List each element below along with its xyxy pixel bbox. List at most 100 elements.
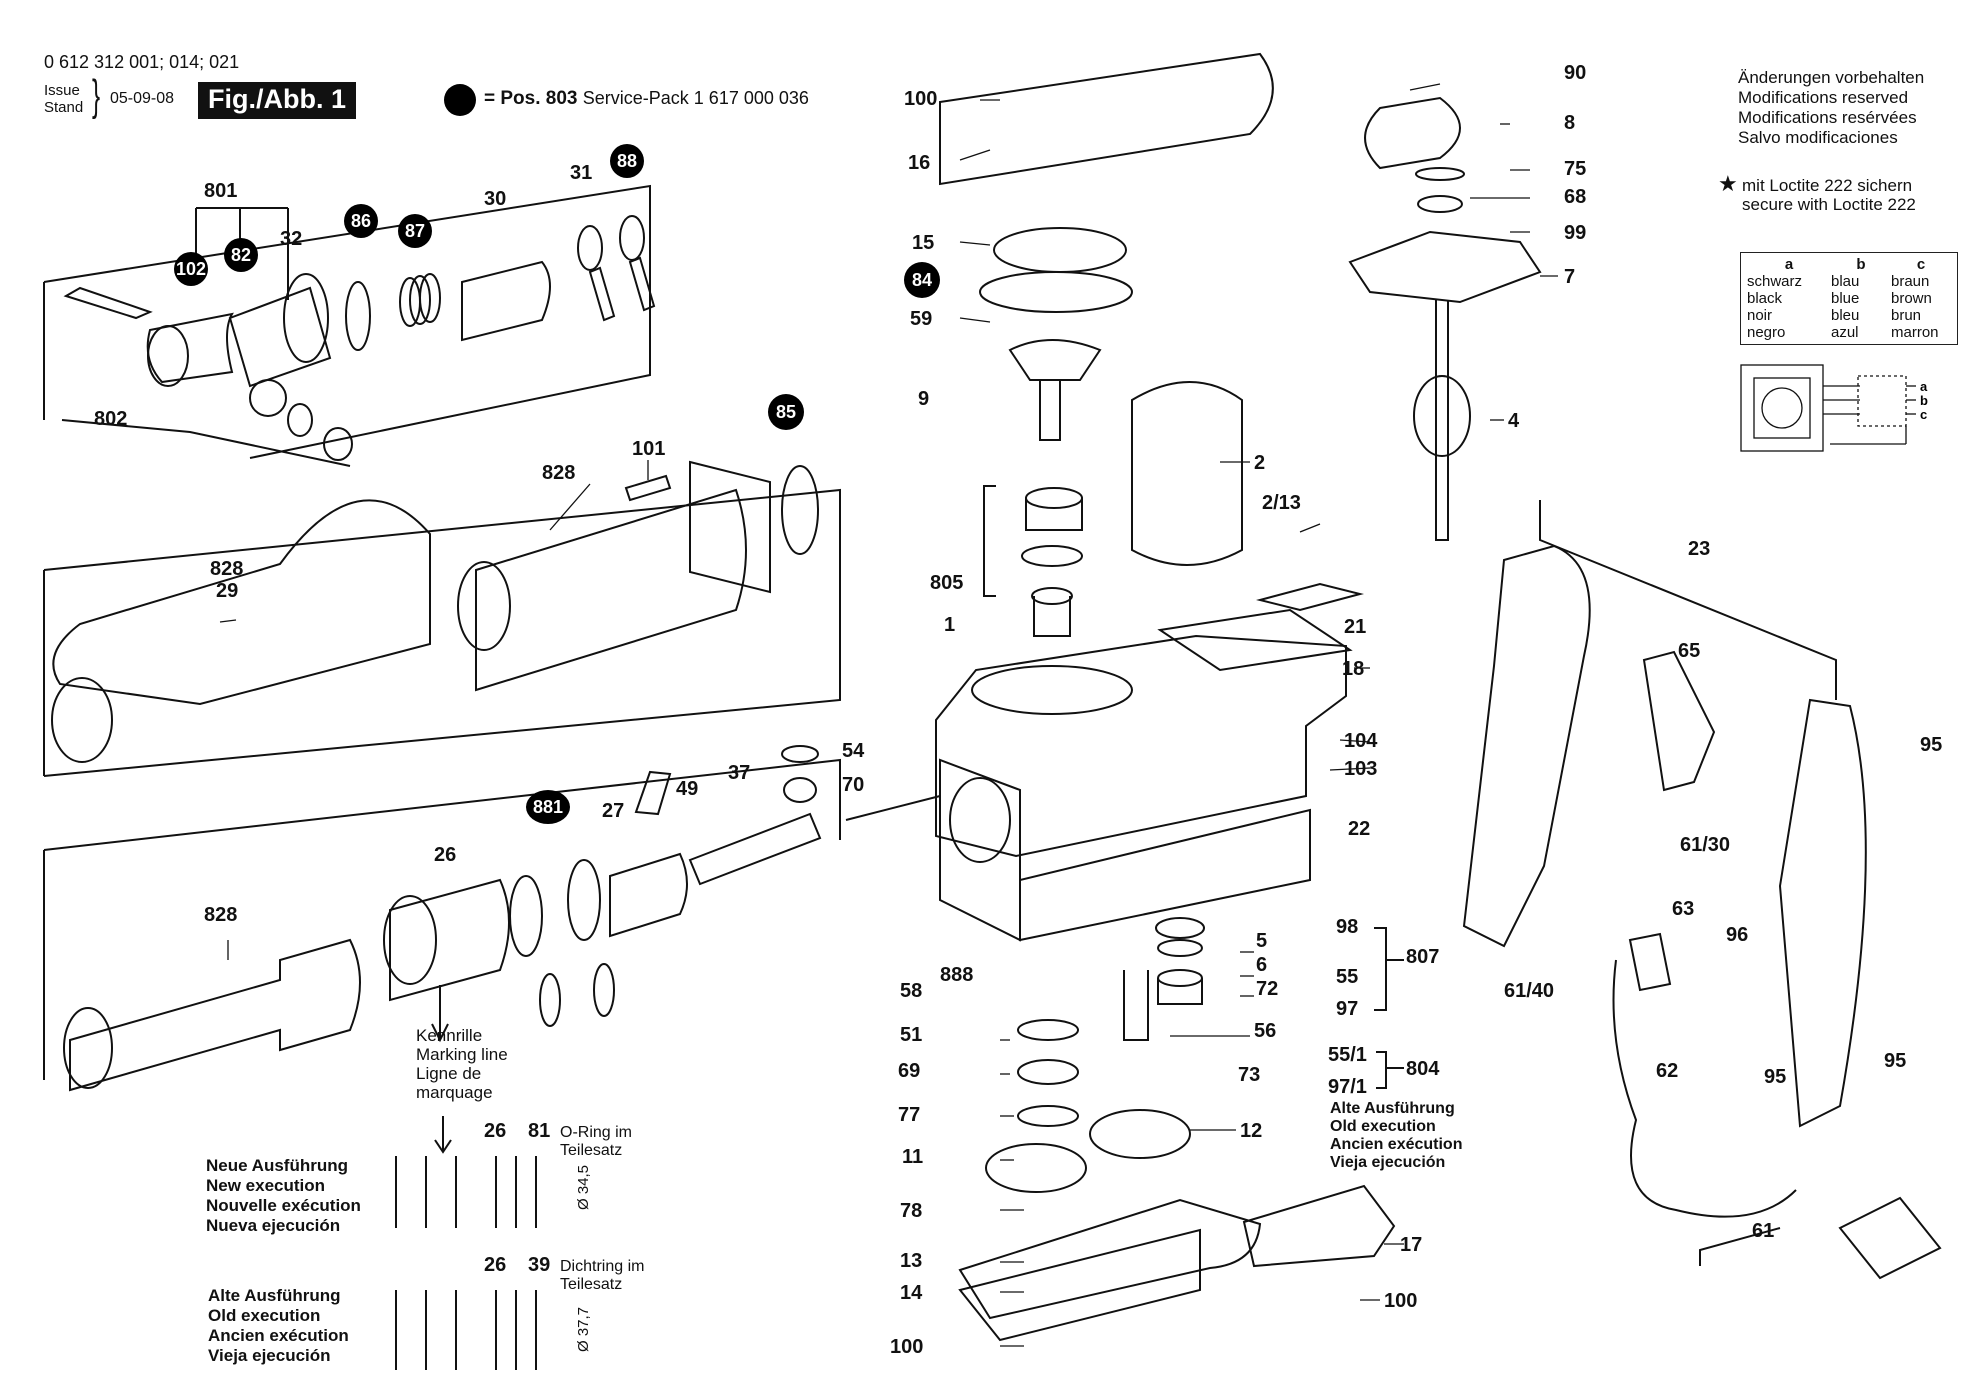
label-63: 63: [1672, 898, 1695, 920]
switch-65: [1642, 650, 1716, 792]
terminal-b: b: [1920, 393, 1928, 408]
label-31: 31: [570, 162, 593, 184]
label-69: 69: [898, 1060, 921, 1082]
label-22: 22: [1348, 818, 1371, 840]
label-95-mid: 95: [1764, 1066, 1787, 1088]
label-21: 21: [1344, 616, 1367, 638]
cover-15: [993, 227, 1127, 273]
label-97-1: 97/1: [1328, 1076, 1367, 1098]
armature-4: [1435, 300, 1449, 541]
label-62: 62: [1656, 1060, 1679, 1082]
star-icon: ★: [1718, 171, 1738, 196]
cylinder-828: [475, 488, 747, 692]
connecting-rod-37: [688, 812, 822, 886]
service-pack-dot-icon: [444, 84, 476, 116]
label-15: 15: [912, 232, 935, 254]
o-ring-85: [781, 465, 819, 555]
service-pack-label: = Pos. 803 Service-Pack 1 617 000 036: [484, 88, 809, 109]
group-frame-top: [43, 184, 651, 459]
label-16: 16: [908, 152, 931, 174]
label-888: 888: [940, 964, 974, 986]
group-frame-bottom: [43, 758, 841, 851]
label-100-right: 100: [1384, 1290, 1418, 1312]
group-frame-mid: [43, 488, 841, 777]
label-26: 26: [434, 844, 457, 866]
label-29: 29: [216, 580, 239, 602]
fan-8: [1364, 96, 1461, 170]
label-32: 32: [280, 228, 303, 250]
gasket-13: [958, 1198, 1262, 1320]
label-828-cylinder: 828: [542, 462, 576, 484]
base-plate-14: [958, 1228, 1201, 1342]
label-77: 77: [898, 1104, 921, 1126]
circled-label-881: 881: [526, 790, 570, 824]
label-55-1: 55/1: [1328, 1044, 1367, 1066]
label-78: 78: [900, 1200, 923, 1222]
label-72: 72: [1256, 978, 1279, 1000]
label-96: 96: [1726, 924, 1749, 946]
label-56: 56: [1254, 1020, 1277, 1042]
label-7: 7: [1564, 266, 1576, 288]
label-23: 23: [1688, 538, 1711, 560]
cover-16: [939, 52, 1274, 186]
label-103: 103: [1344, 758, 1378, 780]
tool-pin-part: [63, 286, 153, 320]
label-104: 104: [1344, 730, 1378, 752]
label-6: 6: [1256, 954, 1268, 976]
label-100-top: 100: [904, 88, 938, 110]
label-68: 68: [1564, 186, 1587, 208]
field-coil-2: [1131, 381, 1243, 566]
label-49: 49: [676, 778, 699, 800]
label-75: 75: [1564, 158, 1587, 180]
label-26-old: 26: [484, 1254, 507, 1276]
label-12: 12: [1240, 1120, 1263, 1142]
label-59: 59: [910, 308, 933, 330]
label-55: 55: [1336, 966, 1359, 988]
label-95-top: 95: [1920, 734, 1943, 756]
gear-housing-1: [935, 634, 1347, 858]
issue-date: 05-09-08: [110, 90, 175, 107]
handle-bracket-23: [1539, 500, 1837, 700]
label-2: 2: [1254, 452, 1266, 474]
label-100-bottom: 100: [890, 1336, 924, 1358]
gear-12: [1089, 1109, 1191, 1159]
label-61: 61: [1752, 1220, 1775, 1242]
handle-half-left: [1462, 544, 1591, 948]
label-807: 807: [1406, 946, 1440, 968]
label-828-holder: 828: [204, 904, 238, 926]
grip-sleeve-29: [52, 499, 431, 706]
striker-30: [461, 260, 551, 342]
label-5: 5: [1256, 930, 1268, 952]
label-99: 99: [1564, 222, 1587, 244]
power-cable-62: [1612, 959, 1797, 1218]
diameter-old: Ø 37,7: [575, 1306, 592, 1352]
label-4: 4: [1508, 410, 1520, 432]
label-802: 802: [94, 408, 128, 430]
label-101: 101: [632, 438, 666, 460]
handle-half-right: [1778, 698, 1867, 1128]
label-61-40: 61/40: [1504, 980, 1555, 1002]
pin-49: [634, 770, 672, 816]
label-14: 14: [900, 1282, 923, 1304]
label-98: 98: [1336, 916, 1359, 938]
label-61-30: 61/30: [1680, 834, 1731, 856]
circled-label-85: 85: [768, 394, 804, 430]
label-39: 39: [528, 1254, 551, 1276]
label-95-right: 95: [1884, 1050, 1907, 1072]
figure-label: Fig./Abb. 1: [198, 82, 356, 119]
label-828-grip: 828: [210, 558, 244, 580]
label-804: 804: [1406, 1058, 1440, 1080]
diameter-new: Ø 34,5: [575, 1164, 592, 1210]
circled-label-86: 86: [344, 204, 378, 238]
circled-label-102: 102: [174, 252, 208, 286]
label-8: 8: [1564, 112, 1576, 134]
gear-11: [985, 1143, 1087, 1193]
label-801: 801: [204, 180, 238, 202]
